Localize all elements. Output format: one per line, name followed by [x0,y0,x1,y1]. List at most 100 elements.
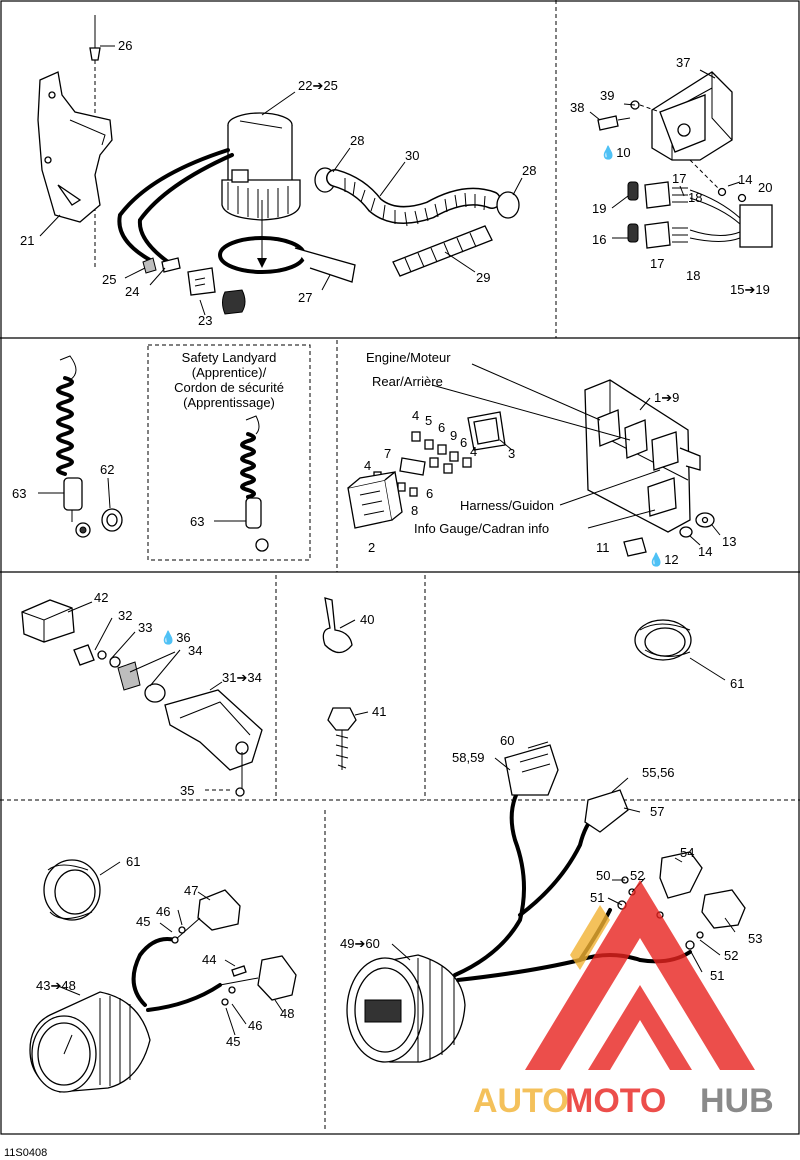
bilge-pump-group [37,15,520,315]
callout-51: 51 [710,968,724,983]
callout-61: 61 [730,676,744,691]
callout-50: 50 [596,868,610,883]
callout-47: 47 [184,883,198,898]
callout-4: 4 [470,444,477,459]
landyard-title-2: (Apprentice)/ [192,365,267,380]
callout-9: 9 [450,428,457,443]
callout-51: 51 [590,890,604,905]
leaders-section-2 [38,397,721,546]
callout-39: 39 [600,88,614,103]
switch-group [21,597,692,797]
leaders-section-3 [67,601,726,791]
diagram-code: 11S0408 [4,1147,47,1159]
section-frames [0,0,800,1135]
leaders-section-4 [57,741,736,1036]
callout-6: 6 [460,435,467,450]
callout-49-60: 49➔60 [340,936,380,951]
callout-43-48: 43➔48 [36,978,76,993]
callout-32: 32 [118,608,132,623]
callout-41: 41 [372,704,386,719]
callout-35: 35 [180,783,194,798]
callout-12: 💧12 [648,552,679,567]
callout-1-9: 1➔9 [654,390,679,405]
landyard-title-3: Cordon de sécurité [174,380,284,395]
landyard-title-1: Safety Landyard [182,350,277,365]
label-rear: Rear/Arrière [372,374,443,389]
callout-63: 63 [12,486,26,501]
callout-36: 💧36 [160,630,191,645]
callout-45: 45 [136,914,150,929]
callout-7: 7 [384,446,391,461]
callout-6: 6 [438,420,445,435]
callout-54: 54 [680,845,694,860]
callout-22-25: 22➔25 [298,78,338,93]
callout-13: 13 [722,534,736,549]
callout-61: 61 [126,854,140,869]
callout-5: 5 [425,413,432,428]
callout-26: 26 [118,38,132,53]
lanyard-group [56,355,269,552]
callout-63: 63 [190,514,204,529]
callout-4: 4 [412,408,419,423]
callout-45: 45 [226,1034,240,1049]
watermark-text: AUTO MOTO HUB [473,1082,774,1120]
callout-8: 8 [411,503,418,518]
leaders-section-1 [39,45,523,316]
callout-20: 20 [758,180,772,195]
callout-19: 19 [592,201,606,216]
gauge-right-group [346,744,746,1063]
callout-17: 17 [672,171,686,186]
callout-11: 11 [596,540,610,555]
callout-46: 46 [248,1018,262,1033]
callout-28: 28 [522,163,536,178]
callout-24: 24 [125,284,139,299]
callout-23: 23 [198,313,212,328]
watermark-logo [525,880,755,1070]
callout-62: 62 [100,462,114,477]
callout-42: 42 [94,590,108,605]
callout-4: 4 [364,458,371,473]
callout-14: 14 [698,544,712,559]
callout-14: 14 [738,172,752,187]
watermark-auto: AUTO [473,1082,569,1120]
electrical-box-group [597,71,773,249]
callout-21: 21 [20,233,34,248]
callout-15-19: 15➔19 [730,282,770,297]
callout-52: 52 [724,948,738,963]
callout-3: 3 [508,446,515,461]
label-engine: Engine/Moteur [366,350,451,365]
callout-44: 44 [202,952,216,967]
callout-18: 18 [688,190,702,205]
callout-27: 27 [298,290,312,305]
callout-53: 53 [748,931,762,946]
callout-55-56: 55,56 [642,765,675,780]
callout-37: 37 [676,55,690,70]
watermark-hub: HUB [700,1082,774,1120]
watermark-moto: MOTO [565,1082,666,1120]
callout-60: 60 [500,733,514,748]
callout-28: 28 [350,133,364,148]
callout-31-34: 31➔34 [222,670,262,685]
callout-40: 40 [360,612,374,627]
ecu-group [347,363,715,557]
callout-52: 52 [630,868,644,883]
callout-46: 46 [156,904,170,919]
callout-16: 16 [592,232,606,247]
callout-labels: 26 22➔25 28 30 28 21 25 24 23 27 29 37 3… [4,38,772,1159]
callout-17: 17 [650,256,664,271]
callout-18: 18 [686,268,700,283]
label-info-gauge: Info Gauge/Cadran info [414,521,549,536]
callout-30: 30 [405,148,419,163]
callout-29: 29 [476,270,490,285]
leaders-section-1b [589,69,741,239]
gauge-left-group [29,859,297,1093]
callout-38: 38 [570,100,584,115]
callout-33: 33 [138,620,152,635]
callout-6: 6 [426,486,433,501]
label-harness: Harness/Guidon [460,498,554,513]
callout-2: 2 [368,540,375,555]
callout-48: 48 [280,1006,294,1021]
callout-25: 25 [102,272,116,287]
landyard-title-4: (Apprentissage) [183,395,275,410]
